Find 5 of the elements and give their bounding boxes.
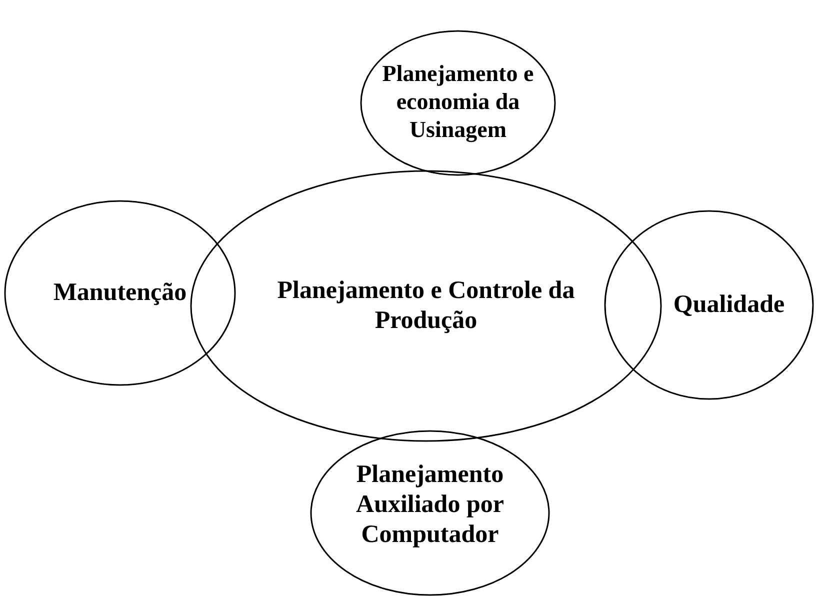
node-text: Qualidade bbox=[672, 290, 786, 320]
node-text: Planejamento e Controle da Produção bbox=[276, 276, 576, 336]
node-text: Planejamento Auxiliado por Computador bbox=[355, 460, 505, 550]
node-text: Manutenção bbox=[52, 278, 188, 308]
node-text: Planejamento e economia da Usinagem bbox=[381, 60, 535, 144]
